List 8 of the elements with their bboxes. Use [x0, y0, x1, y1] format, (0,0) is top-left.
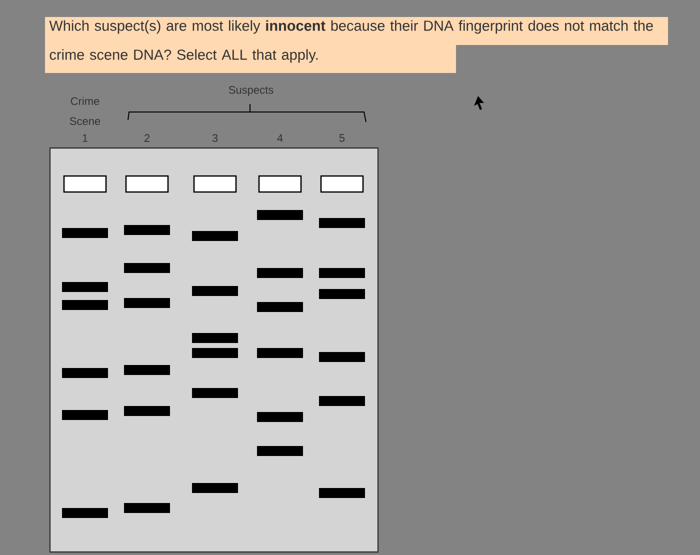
label: 4 — [277, 134, 283, 142]
label: 3 — [212, 134, 218, 142]
label: 1 — [82, 134, 88, 142]
label: 5 — [339, 134, 345, 142]
label: Suspects — [228, 86, 274, 96]
question-text: Which suspect(s) are most likely innocent because their DNA fingerprint does not match the crime scene DNA? Select ALL that apply. — [45, 17, 668, 73]
label: 2 — [144, 134, 150, 142]
label: Crime Scene — [70, 96, 100, 126]
